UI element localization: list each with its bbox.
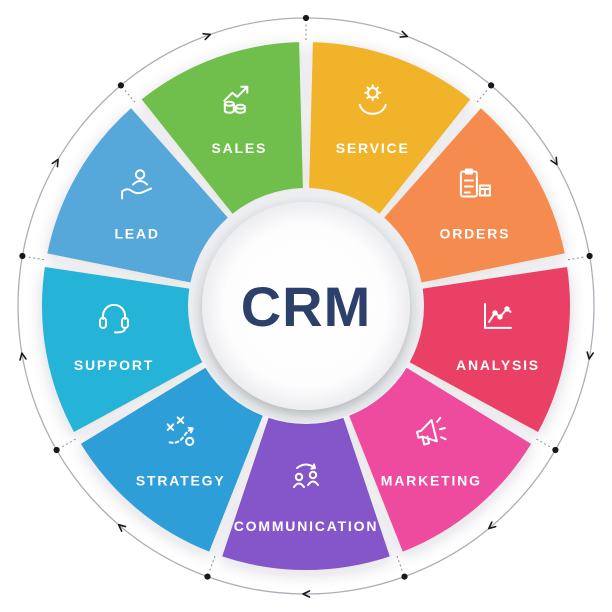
ring-arrow-icon — [202, 32, 212, 41]
segments-group: SALES SERVICE ORDERS ANALYSIS MARKETING COMMU… — [42, 42, 570, 571]
ring-marker-dot — [204, 573, 211, 580]
segment-label-lead: LEAD — [114, 226, 159, 242]
support-headset-icon — [99, 303, 129, 334]
marketing-megaphone-icon — [415, 416, 447, 446]
boundary-connector-line — [536, 438, 553, 449]
boundary-connector-line — [396, 555, 404, 574]
boundary-connector-line — [567, 256, 586, 261]
segment-lead — [47, 108, 228, 283]
sales-growth-chart-icon — [223, 85, 249, 114]
ring-arrow-icon — [550, 156, 558, 166]
ring-arrow-icon — [302, 590, 311, 598]
segment-label-orders: ORDERS — [440, 226, 511, 242]
ring-marker-dot — [552, 446, 559, 454]
communication-people-icon — [293, 463, 319, 488]
boundary-connector-line — [123, 88, 136, 103]
boundary-connector-line — [59, 438, 76, 449]
segment-service — [309, 42, 471, 214]
analysis-line-chart-icon — [484, 302, 512, 329]
segment-sales — [141, 42, 303, 214]
boundary-connector-line — [476, 88, 489, 103]
segment-analysis — [409, 267, 570, 432]
segment-label-communication: COMMUNICATION — [234, 518, 378, 534]
ring-arrow-icon — [117, 523, 127, 532]
ring-arrow-icon — [399, 30, 409, 38]
segment-support — [42, 267, 203, 432]
segment-label-support: SUPPORT — [74, 357, 154, 373]
ring-marker-dot — [53, 446, 60, 454]
boundary-connector-line — [208, 555, 216, 574]
ring-arrow-icon — [51, 158, 59, 168]
segment-label-strategy: STRATEGY — [136, 472, 226, 488]
segment-label-marketing: MARKETING — [381, 472, 482, 488]
ring-arrow-icon — [586, 351, 594, 360]
center-circle — [202, 202, 410, 410]
ring-marker-dot — [302, 14, 310, 22]
segment-label-sales: SALES — [211, 140, 267, 156]
ring-arrow-icon — [19, 352, 27, 361]
ring-marker-dot — [117, 82, 124, 89]
service-gear-hand-icon — [358, 84, 387, 115]
segment-orders — [384, 108, 565, 283]
segment-communication — [222, 417, 390, 571]
lead-person-icon — [121, 169, 153, 200]
orders-checklist-icon — [459, 168, 491, 198]
ring-marker-dot — [19, 252, 26, 260]
segment-label-analysis: ANALYSIS — [456, 357, 540, 373]
ring-marker-dot — [488, 82, 495, 89]
segment-label-service: SERVICE — [336, 140, 410, 156]
ring-arrow-icon — [488, 521, 497, 530]
segment-strategy — [80, 367, 263, 552]
strategy-tactics-icon — [166, 416, 195, 446]
boundary-connector-line — [26, 256, 45, 261]
ring-marker-dot — [586, 252, 593, 260]
segment-marketing — [349, 367, 532, 552]
ring-marker-dot — [401, 573, 408, 580]
